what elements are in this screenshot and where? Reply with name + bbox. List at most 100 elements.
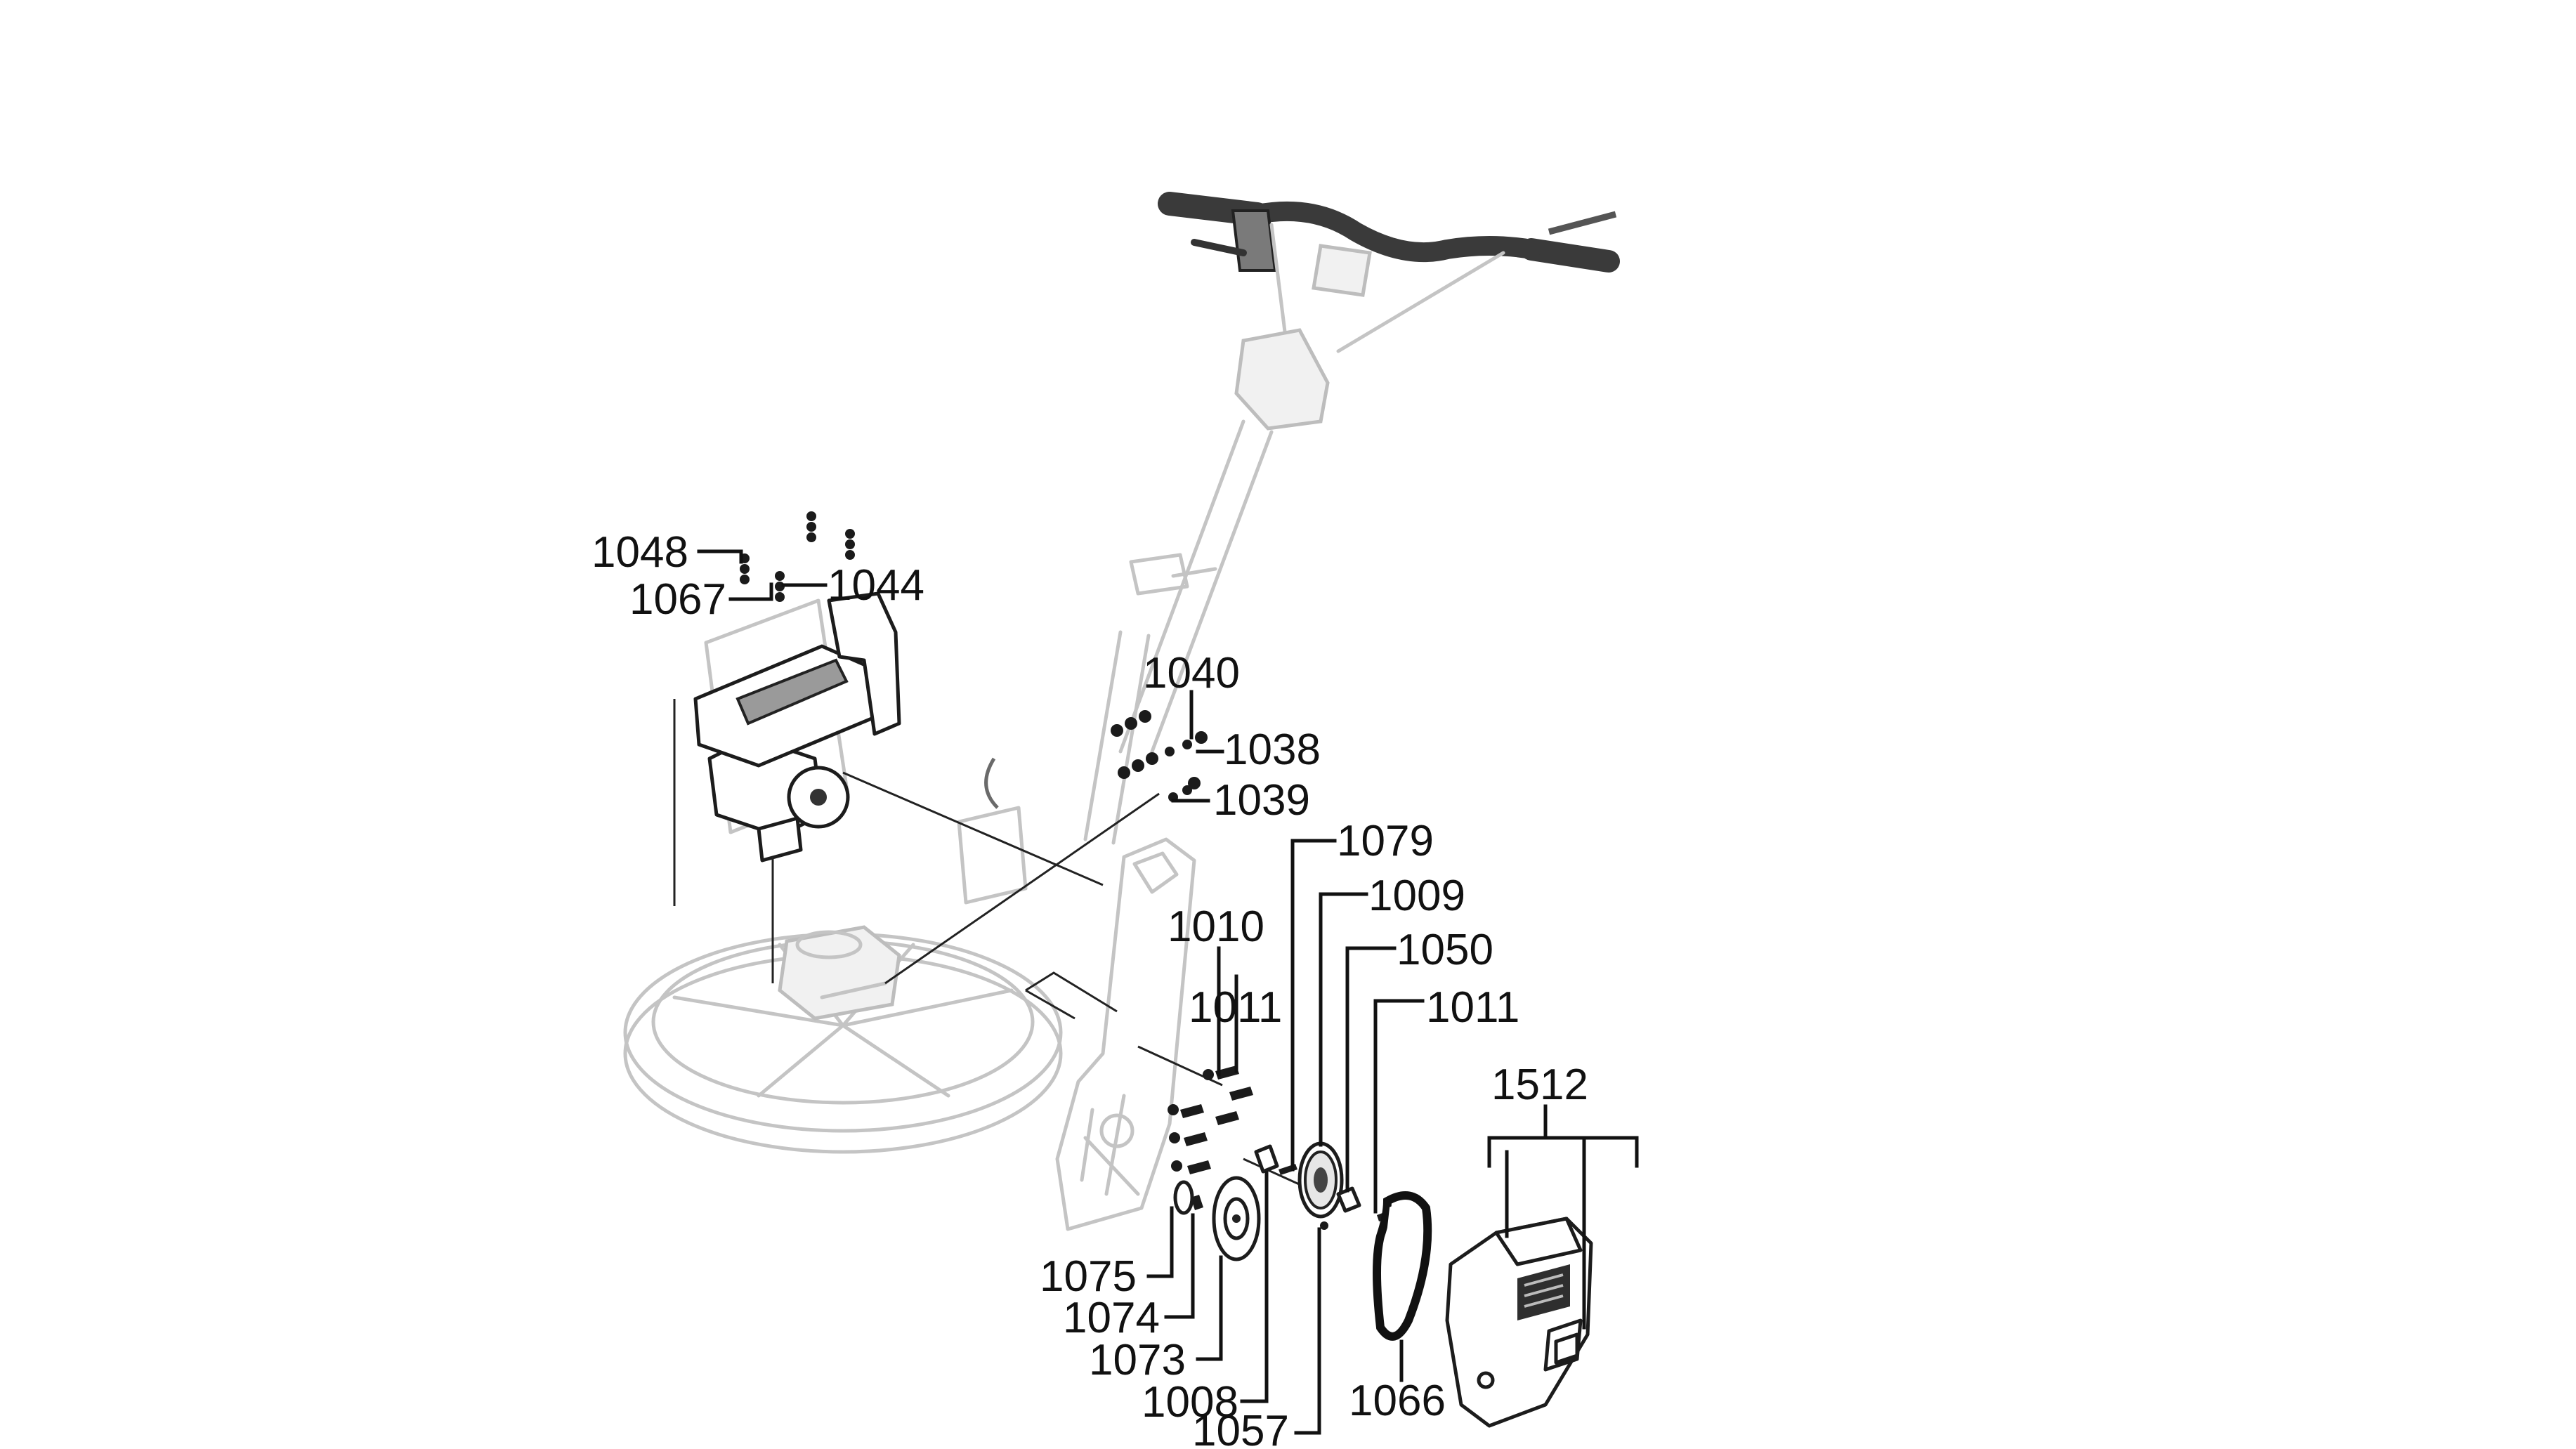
lower-shaft-2 — [1111, 634, 1151, 845]
leader-1074 — [1164, 1213, 1195, 1319]
washer — [1169, 1132, 1180, 1143]
pulley-1073-bore — [1232, 1214, 1241, 1223]
handle-hub — [1312, 244, 1372, 297]
belt-guard-decal — [1524, 1273, 1564, 1308]
callout-1009: 1009 — [1368, 872, 1465, 920]
callout-1073: 1073 — [1089, 1336, 1186, 1384]
nut — [1146, 752, 1158, 765]
washer — [1182, 740, 1192, 749]
washer — [1165, 747, 1175, 756]
handlebar-right-grip — [1520, 238, 1620, 273]
leader-1057 — [1294, 1227, 1321, 1435]
nut — [1118, 766, 1130, 779]
callout-1057: 1057 — [1192, 1407, 1289, 1449]
drive-pulleys — [1212, 1141, 1361, 1261]
belt-guard-bolt-hole — [1477, 1371, 1495, 1389]
leader-lines — [697, 549, 1639, 1435]
callout-1512: 1512 — [1491, 1061, 1588, 1109]
callout-1075: 1075 — [1040, 1252, 1137, 1301]
callout-1050: 1050 — [1397, 926, 1493, 974]
brake-lever — [1191, 239, 1247, 256]
nut — [1125, 717, 1137, 730]
washer — [1168, 1104, 1179, 1115]
spacer-1008 — [1254, 1144, 1279, 1174]
bolt — [1187, 1160, 1211, 1174]
fastener — [806, 532, 816, 542]
callout-1044: 1044 — [828, 561, 924, 610]
motor-foot — [757, 816, 803, 863]
fastener — [806, 511, 816, 521]
bolt — [1184, 1132, 1208, 1146]
belt-guard-assembly — [1445, 1217, 1593, 1428]
nut — [1111, 724, 1123, 737]
guide-ring-to-bracket — [884, 792, 1160, 985]
handle-assembly-ghost — [957, 192, 1620, 905]
bracket-slot — [1132, 851, 1179, 894]
callout-1040: 1040 — [1143, 649, 1240, 697]
pulley-1009-hub — [1314, 1167, 1328, 1193]
bolt — [1215, 1066, 1239, 1080]
drive-belt-1066-inner — [1383, 1203, 1420, 1325]
gearbox-top — [795, 930, 863, 959]
shaft-clamp — [1129, 553, 1189, 596]
fastener — [740, 575, 750, 584]
callout-1067: 1067 — [629, 575, 726, 624]
key — [1279, 1164, 1297, 1175]
shaft-lock-lever — [1171, 567, 1217, 578]
leader-1009 — [1319, 892, 1368, 1147]
fastener — [806, 522, 816, 532]
leader-1008 — [1240, 1171, 1269, 1403]
fastener — [775, 592, 785, 602]
leader-1050 — [1345, 946, 1397, 1193]
leader-1048 — [697, 549, 743, 564]
motor-shaft — [810, 789, 827, 806]
leader-1079 — [1290, 839, 1337, 1172]
cable-wire — [984, 757, 999, 809]
drive-belt-1066 — [1373, 1191, 1432, 1341]
control-box — [1234, 328, 1330, 431]
washer — [1195, 731, 1208, 744]
handle-shaft-2 — [1150, 430, 1274, 754]
handlebar-bar — [1248, 201, 1541, 263]
gearbox-housing — [778, 925, 901, 1021]
nut — [1188, 777, 1201, 789]
bracket-bolts — [1168, 1066, 1253, 1174]
belt-guard-label — [1517, 1264, 1570, 1320]
guide-bracket-lower — [1025, 989, 1075, 1020]
set-screw — [1320, 1221, 1328, 1230]
callout-1066: 1066 — [1349, 1377, 1446, 1425]
bracket-bearing — [1099, 1113, 1135, 1148]
fastener — [845, 539, 855, 549]
motor-assembly — [693, 591, 901, 863]
washer — [1171, 1160, 1182, 1172]
trowel-guard-ring — [623, 925, 1063, 1154]
leader-1073 — [1196, 1255, 1223, 1361]
guide-bracket-left — [1025, 971, 1118, 1013]
washer — [1182, 785, 1192, 795]
callout-1079: 1079 — [1337, 817, 1434, 865]
throttle-block — [1231, 209, 1277, 272]
callout-1039: 1039 — [1213, 776, 1310, 825]
bolt — [1215, 1111, 1239, 1125]
handle-arm-right — [1336, 251, 1505, 353]
bracket-plate — [1055, 837, 1196, 1231]
fastener — [740, 564, 750, 574]
bracket-ribs — [1080, 1094, 1140, 1196]
bolt — [1180, 1104, 1204, 1118]
drive-bracket — [1055, 837, 1196, 1231]
motor-side-bracket — [827, 591, 901, 736]
handle-lever — [1548, 211, 1617, 235]
callout-1008: 1008 — [1142, 1378, 1238, 1427]
lower-shaft — [1083, 630, 1123, 841]
washer — [1203, 1069, 1214, 1080]
bolt — [1229, 1087, 1253, 1101]
callout-1011-left: 1011 — [1189, 983, 1282, 1032]
fastener — [845, 529, 855, 539]
fastener — [845, 550, 855, 560]
assembly-guide-lines — [673, 699, 1321, 1195]
callout-1048: 1048 — [591, 528, 688, 577]
callout-labels: 1048 1067 1044 1040 1038 1039 1079 1009 … — [591, 528, 1588, 1449]
input-shaft — [820, 981, 887, 999]
leader-1075 — [1146, 1206, 1174, 1278]
